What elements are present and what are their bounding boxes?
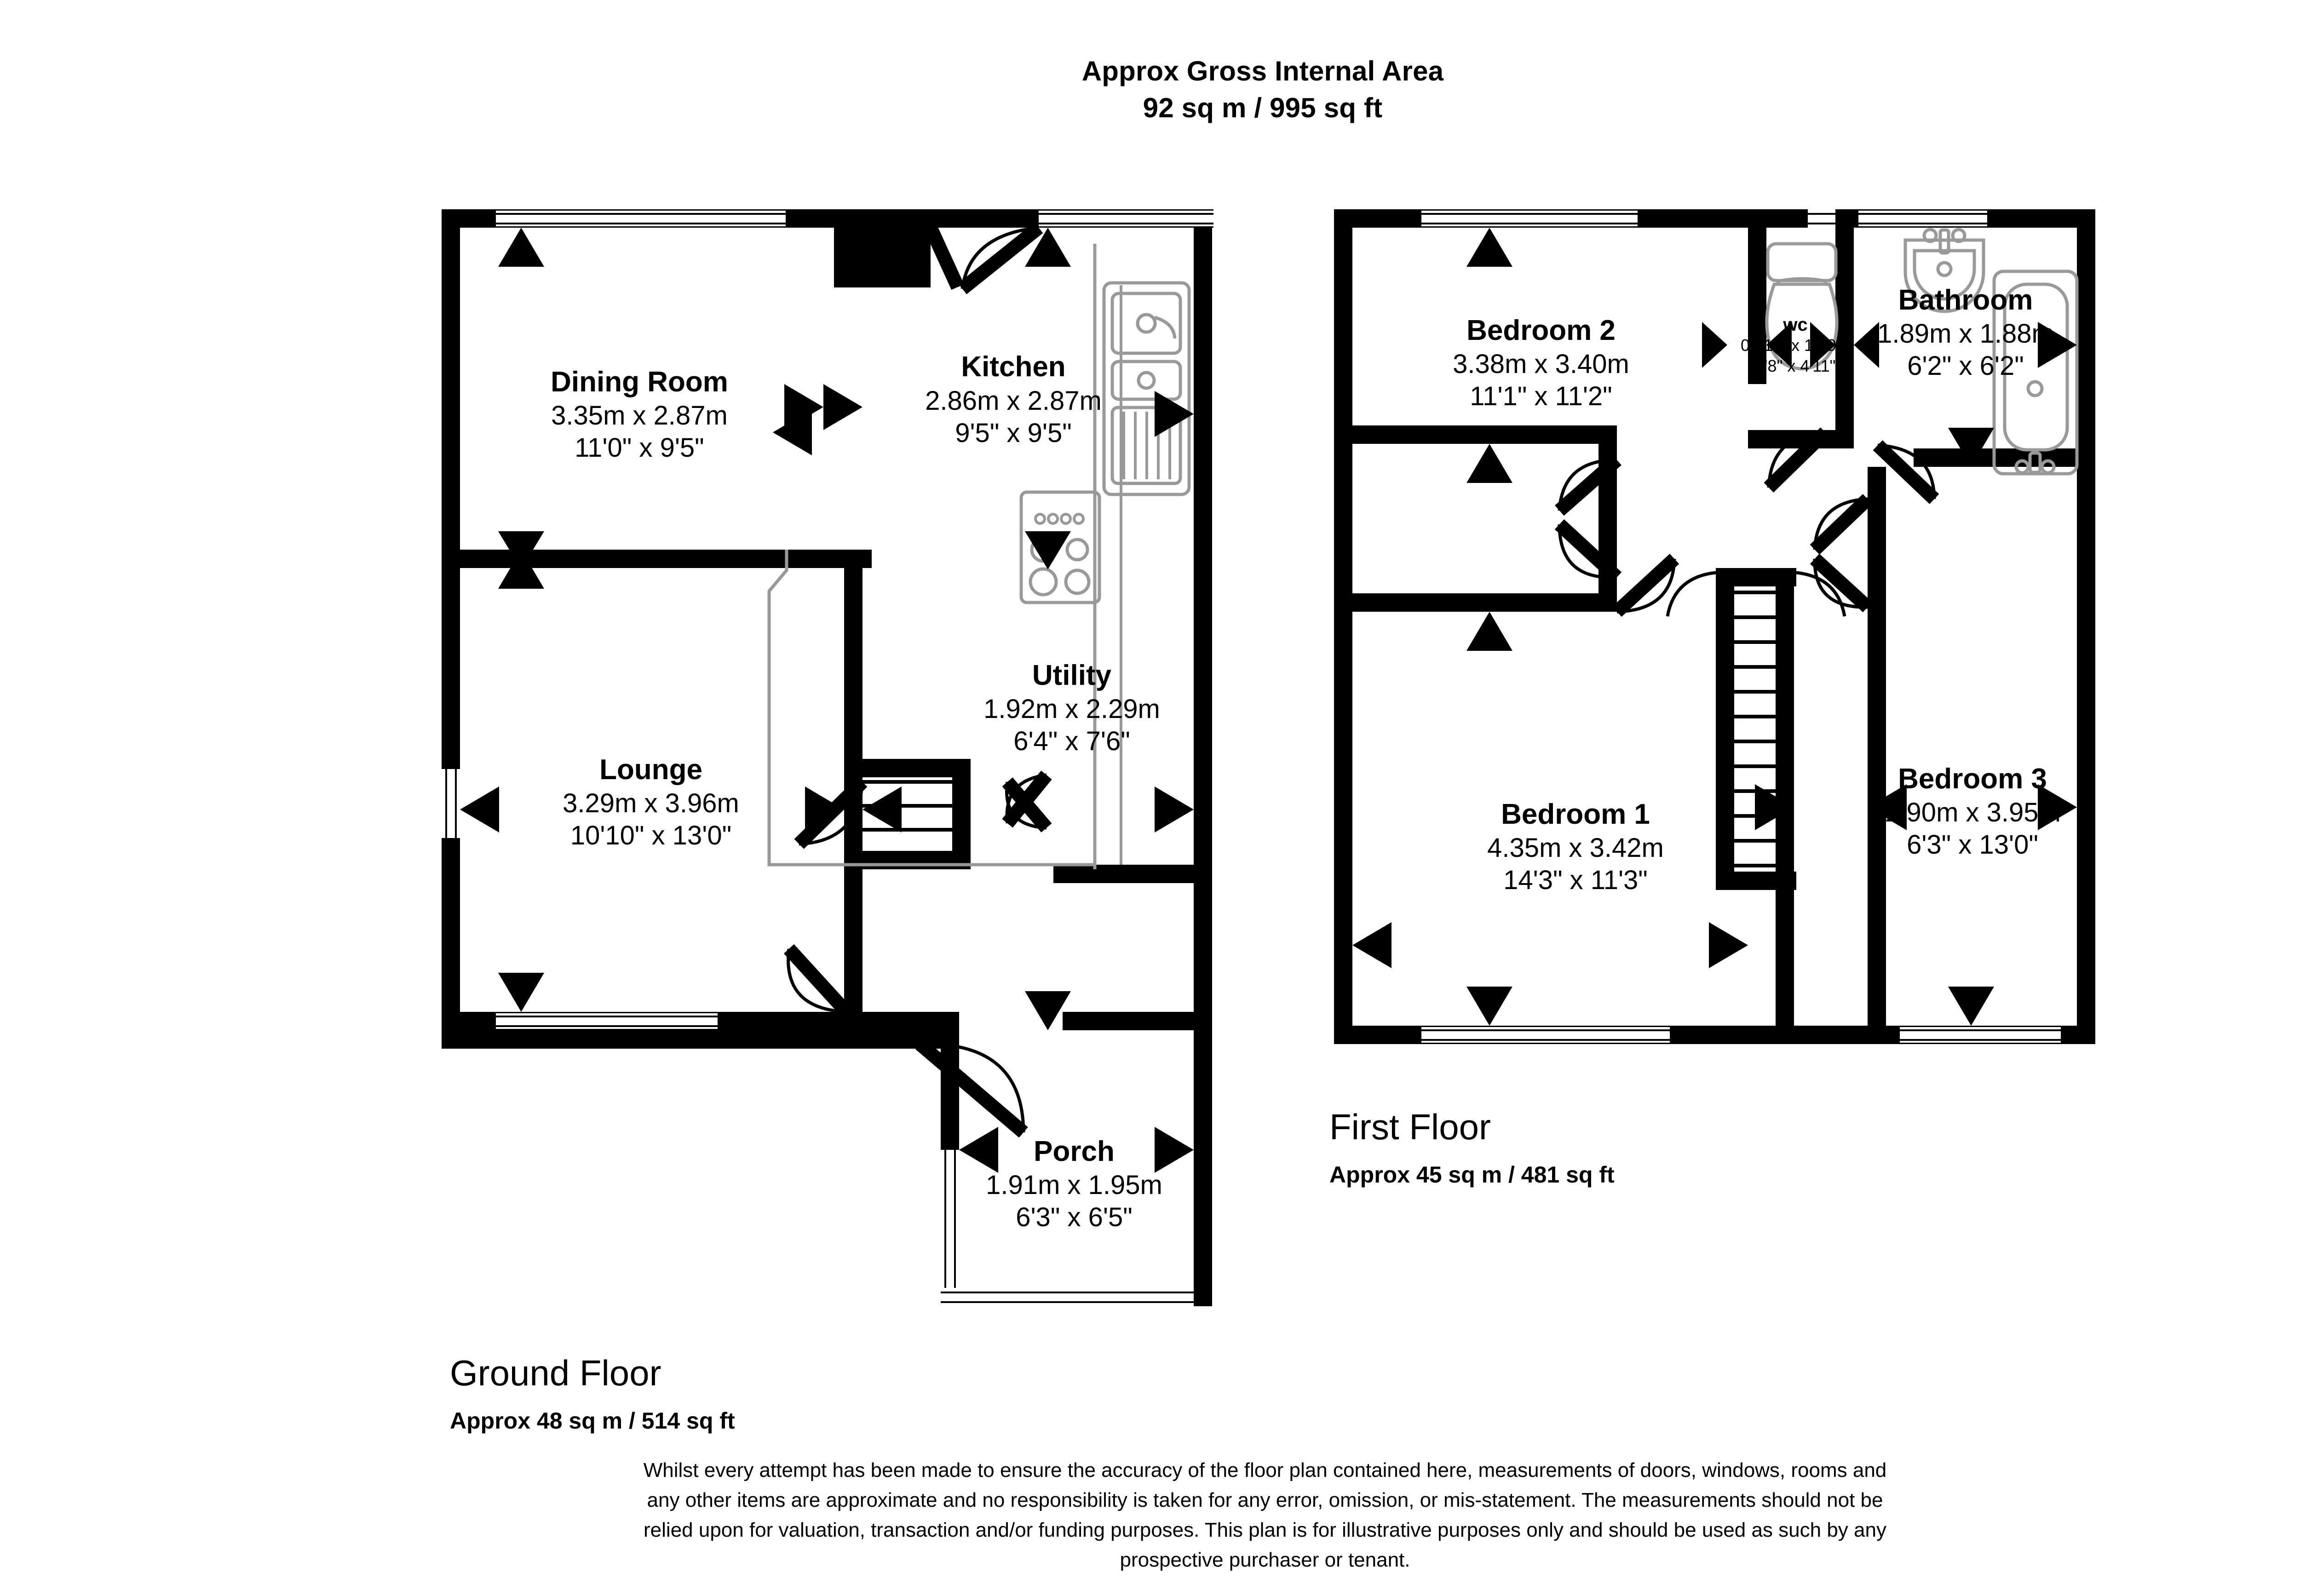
room-dim-imperial-utility: 6'4" x 7'6"	[1013, 726, 1130, 756]
room-dim-imperial-bathroom: 6'2" x 6'2"	[1907, 351, 2024, 381]
window-bedroom2-top	[1421, 209, 1638, 228]
gross-area-line2: 92 sq m / 995 sq ft	[1143, 92, 1383, 123]
wall-utility-bottom	[1053, 865, 1212, 883]
ground-floor-wall-arrows	[460, 228, 1194, 1173]
door-bedroom2	[1555, 454, 1622, 516]
room-dim-imperial-porch: 6'3" x 6'5"	[1016, 1202, 1133, 1232]
wall-dining-lounge	[442, 550, 718, 568]
wall-wc-bottom	[1748, 430, 1854, 448]
wall-landing-left	[1598, 425, 1617, 612]
room-dim-imperial-kitchen: 9'5" x 9'5"	[955, 418, 1072, 448]
door-lounge-front	[783, 944, 852, 1017]
room-label-bedroom-3: Bedroom 3	[1898, 763, 2047, 795]
room-dim-imperial-lounge: 10'10" x 13'0"	[570, 821, 732, 850]
door-bedroom3	[1810, 494, 1873, 555]
disclaimer-line-1: Whilst every attempt has been made to en…	[643, 1459, 1887, 1481]
wall-wc-bathroom	[1835, 228, 1854, 435]
room-label-bedroom-1: Bedroom 1	[1501, 798, 1650, 830]
window-wc-top	[1808, 209, 1835, 228]
window-dining-top	[496, 209, 786, 228]
wall-bedroom3-left	[1868, 467, 1886, 1026]
door-bedroom2-alt	[1554, 519, 1622, 583]
room-dim-metric-kitchen: 2.86m x 2.87m	[925, 386, 1102, 416]
wall-hall-bottom-left	[718, 1012, 920, 1030]
room-label-dining-room: Dining Room	[551, 366, 728, 398]
room-dim-metric-bathroom: 1.89m x 1.88m	[1877, 319, 2054, 349]
wall-bedroom2-lower	[1352, 593, 1617, 612]
stairs-first-floor	[1716, 568, 1796, 890]
wall-hall-bottom-right	[1063, 1012, 1212, 1030]
kitchen-cooker-icon	[1019, 490, 1101, 604]
room-label-utility: Utility	[1032, 660, 1112, 691]
ground-floor-subtitle: Approx 48 sq m / 514 sq ft	[450, 1408, 735, 1434]
room-label-wc: wc	[1783, 315, 1808, 335]
door-kitchen-top	[924, 222, 1043, 294]
door-wc	[1764, 427, 1830, 493]
window-bedroom1-bottom	[1421, 1026, 1670, 1044]
room-dim-imperial-bedroom-2: 11'1" x 11'2"	[1470, 381, 1612, 411]
door-hall-utility-upper	[1002, 770, 1052, 828]
wall-bedroom2-bottom	[1352, 425, 1617, 444]
stairs-ground-floor	[844, 759, 971, 869]
room-dim-imperial-bedroom-1: 14'3" x 11'3"	[1503, 865, 1648, 895]
room-label-porch: Porch	[1034, 1136, 1115, 1167]
door-hall-porch	[915, 1039, 1028, 1138]
room-label-kitchen: Kitchen	[961, 351, 1066, 383]
room-dim-metric-lounge: 3.29m x 3.96m	[563, 788, 739, 818]
room-dim-metric-dining-room: 3.35m x 2.87m	[551, 401, 728, 431]
wall-bedroom2-right	[1748, 228, 1766, 384]
room-dim-metric-bedroom-2: 3.38m x 3.40m	[1453, 349, 1629, 379]
room-label-bedroom-2: Bedroom 2	[1466, 315, 1616, 346]
room-label-lounge: Lounge	[599, 754, 702, 786]
first-floor-wall-arrows	[1352, 228, 2077, 1026]
kitchen-worktop-outline	[767, 244, 1097, 869]
wall-stub-hall	[911, 1012, 938, 1044]
wc-toilet-icon	[1765, 242, 1839, 371]
door-bathroom	[1873, 440, 1939, 504]
door-lounge-lower	[718, 865, 748, 913]
ground-floor-plan	[442, 209, 1232, 1306]
disclaimer-line-4: prospective purchaser or tenant.	[1120, 1549, 1410, 1571]
wall-hall-vertical	[844, 550, 862, 775]
landing-arcs	[1666, 571, 1846, 617]
window-lounge-left	[442, 769, 460, 838]
bathroom-washbasin-icon	[1903, 228, 1985, 313]
room-dim-imperial-wc: 2'8" x 4'11"	[1755, 356, 1836, 375]
room-dim-metric-bedroom-1: 4.35m x 3.42m	[1487, 833, 1664, 863]
room-dim-metric-utility: 1.92m x 2.29m	[983, 694, 1160, 724]
window-bathroom-top	[1858, 209, 1987, 228]
bathroom-bathtub-icon	[1992, 270, 2079, 476]
gross-area-line1: Approx Gross Internal Area	[1081, 56, 1444, 86]
wall-kitchen-utility	[718, 550, 872, 568]
door-bedroom1	[1612, 553, 1679, 617]
window-porch-left	[941, 1150, 959, 1306]
disclaimer-line-3: relied upon for valuation, transaction a…	[644, 1519, 1886, 1541]
door-bedroom3-lower	[1810, 553, 1873, 613]
chimney-breast-block	[834, 209, 931, 287]
room-dim-metric-porch: 1.91m x 1.95m	[986, 1170, 1162, 1200]
window-bedroom3-bottom	[1900, 1026, 2061, 1044]
room-label-bathroom: Bathroom	[1898, 284, 2033, 316]
room-dim-metric-bedroom-3: 1.90m x 3.95m	[1884, 798, 2061, 827]
ground-floor-outer-walls	[442, 209, 1212, 1306]
first-floor-subtitle: Approx 45 sq m / 481 sq ft	[1329, 1162, 1615, 1188]
first-floor-title: First Floor	[1329, 1107, 1491, 1147]
kitchen-sink-icon	[1102, 281, 1191, 496]
room-dim-imperial-dining-room: 11'0" x 9'5"	[575, 433, 704, 463]
window-kitchen-top	[1039, 209, 1232, 228]
window-porch-bottom	[941, 1288, 1194, 1306]
disclaimer-line-2: any other items are approximate and no r…	[647, 1489, 1883, 1511]
ground-floor-title: Ground Floor	[450, 1353, 661, 1393]
wall-stairwell-right	[1776, 570, 1794, 1026]
first-floor-plan	[1334, 209, 2095, 1044]
room-dim-metric-wc: 0.81m x 1.49m	[1740, 336, 1851, 355]
room-dim-imperial-bedroom-3: 6'3" x 13'0"	[1907, 830, 2038, 860]
wall-hall-vertical-lower	[844, 860, 862, 1030]
